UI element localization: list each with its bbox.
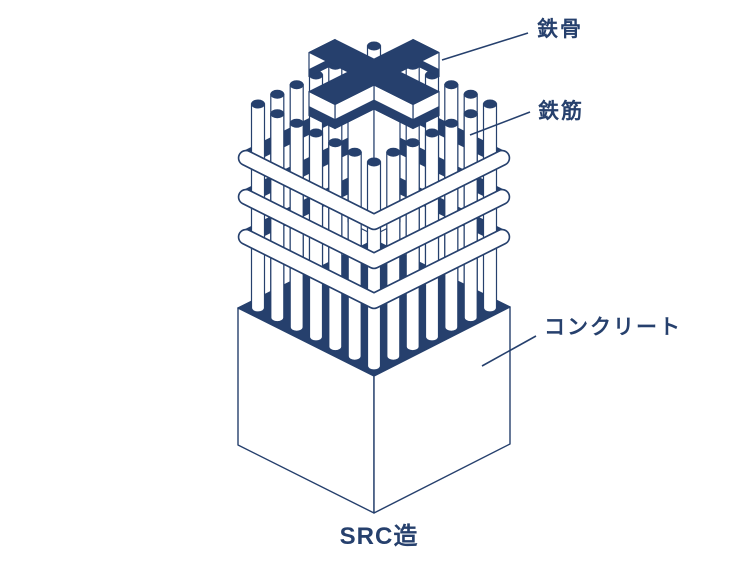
rebar-rod-cap [386,147,401,157]
rebar-rod-cap [289,80,304,90]
rebar-rod-cap [347,147,362,157]
rebar-rod-cap [444,118,459,128]
rebar-rod-cap [405,138,420,148]
concrete-right-face [373,306,511,514]
rebar-rod-cap [367,157,381,167]
diagram-caption: SRC造 [340,523,419,550]
leader-steel-frame [441,32,529,61]
leader-concrete [481,335,537,367]
steel-flange-left-end [308,106,336,129]
rebar-rod-cap [270,89,285,99]
rebar-rod-cap [289,118,304,128]
label-concrete: コンクリート [544,316,682,339]
rebar-rod-cap [463,89,478,99]
leader-rebar [469,111,531,136]
steel-cross-top-face [308,39,440,105]
label-steel-frame: 鉄骨 [537,17,583,41]
rebar-rod-cap [444,80,459,90]
rebar-rod-cap [328,138,343,148]
rebar-rod-cap [309,128,323,138]
hoop-tie [239,190,509,268]
hoop-tie [239,230,509,308]
rebar-rod-cap [251,99,265,109]
rebar-rod-cap [425,128,439,138]
rebar-rod-cap [463,109,478,119]
hoop-ties-front [237,149,511,310]
rebar-rod-cap [483,99,497,109]
rebar-rod-cap [367,41,381,51]
rebar-rod-cap [270,109,285,119]
hoop-tie [239,151,509,229]
label-rebar: 鉄筋 [538,99,584,123]
